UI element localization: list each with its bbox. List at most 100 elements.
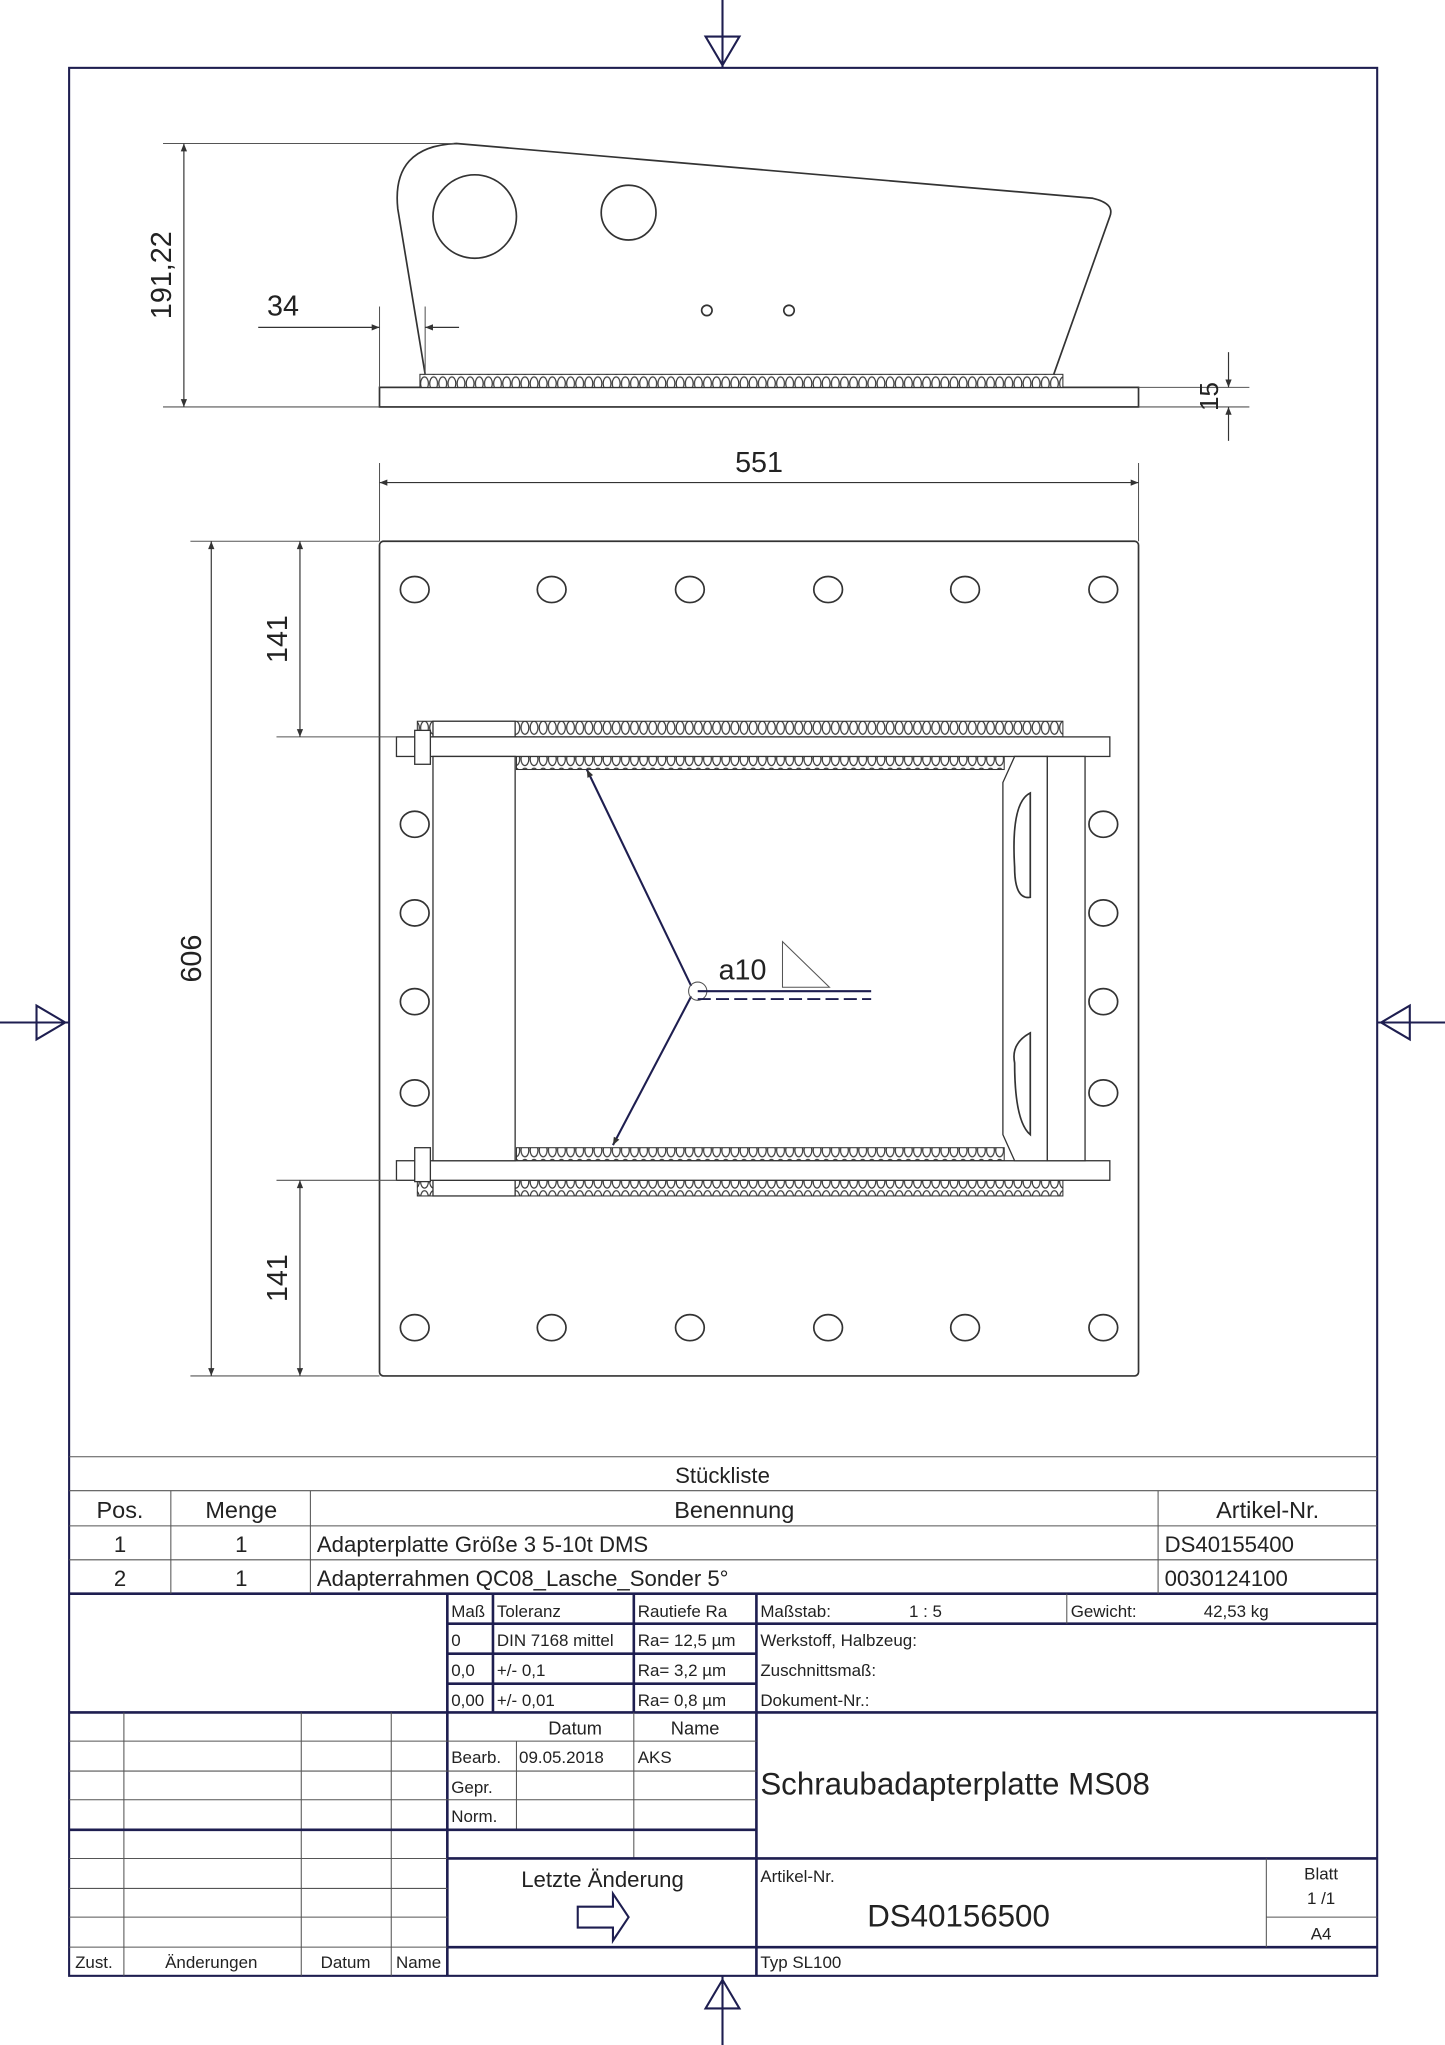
slot [1013,791,1032,899]
dimension-label: 15 [1194,382,1224,411]
scale-label: Maßstab: [760,1602,831,1621]
dimension-551: 551 [378,447,1140,542]
side-view [378,142,1140,408]
bolt-hole [399,899,430,927]
table-cell: 0 [451,1631,460,1650]
weld-seam [515,755,1005,771]
approval-role: Norm. [451,1807,497,1826]
bolt-hole [812,1313,844,1342]
weld-symbol: a10 [585,769,872,1146]
parts-list-title: Stückliste [675,1463,770,1488]
last-change-label: Letzte Änderung [521,1867,684,1892]
dimension-label: 191,22 [146,231,178,319]
bolt-hole [536,575,567,604]
frame-bar-top [395,736,1111,758]
article-number: DS40156500 [867,1898,1050,1933]
drawing-frame [68,66,1379,1977]
dimension-label: 34 [267,291,299,323]
table-cell: 0,0 [451,1661,475,1680]
drawing-title: Schraubadapterplatte MS08 [760,1767,1150,1802]
bolt-hole [1088,1079,1119,1107]
document-number-label: Dokument-Nr.: [760,1691,869,1710]
table-cell: Adapterplatte Größe 3 5-10t DMS [317,1532,648,1557]
cut-size-label: Zuschnittsmaß: [760,1661,876,1680]
column-header: Maß [451,1602,485,1621]
table-cell: 1 [235,1566,247,1591]
column-header: Name [671,1718,720,1739]
bolt-hole [536,1313,567,1342]
dimension-label: 141 [262,615,294,663]
lug-plate [1002,755,1048,1162]
pin-hole [700,304,713,317]
dimension-34: 34 [258,291,460,388]
weld-label: a10 [719,954,767,986]
table-cell: Ra= 3,2 µm [638,1661,726,1680]
bore-hole [432,173,518,260]
bolt-hole [949,1313,981,1342]
bolt-hole [399,575,430,604]
bolt-hole [674,575,706,604]
lug-profile [396,142,1112,375]
table-cell: Adapterrahmen QC08_Lasche_Sonder 5° [317,1566,729,1591]
arrow-right-icon [576,1890,630,1945]
bolt-hole [1088,575,1119,604]
sheet-number: 1 /1 [1307,1889,1335,1908]
type-label: Typ SL100 [760,1953,841,1972]
dimension-15: 15 [1138,352,1250,441]
column-header: Menge [205,1497,277,1523]
table-cell: DIN 7168 mittel [497,1631,614,1650]
top-view [378,540,1140,1377]
frame-block-right [1046,755,1086,1162]
weld-seam [419,373,1064,388]
material-label: Werkstoff, Halbzeug: [760,1631,917,1650]
table-cell: 2 [114,1566,126,1591]
frame-block-left [432,755,516,1162]
table-cell: 1 [235,1532,247,1557]
dimension-606: 606 141 141 [176,540,397,1377]
bore-hole [600,184,657,241]
column-header: Benennung [674,1497,794,1523]
table-cell: Ra= 0,8 µm [638,1691,726,1710]
approval-role: Bearb. [451,1748,501,1767]
dimension-label: 551 [735,447,783,479]
table-cell: Ra= 12,5 µm [638,1631,736,1650]
column-header: Datum [548,1718,602,1739]
column-header: Name [396,1953,441,1972]
bolt-hole [1088,899,1119,927]
title-block: Stückliste Pos. Menge Benennung Artikel-… [69,1456,1378,1976]
column-header: Änderungen [165,1953,257,1972]
table-cell: +/- 0,01 [497,1691,555,1710]
weight-label: Gewicht: [1071,1602,1137,1621]
frame-bar-bottom [395,1160,1111,1181]
bolt-hole [1088,810,1119,839]
column-header: Datum [321,1953,371,1972]
column-header: Pos. [96,1497,143,1523]
bolt-hole [1088,1313,1119,1342]
dimension-191: 191,22 [146,142,454,408]
bolt-hole [674,1313,706,1342]
bolt-hole [399,1313,430,1342]
weld-seam [515,1147,1005,1162]
scale-value: 1 : 5 [909,1602,942,1621]
approval-date: 09.05.2018 [519,1748,604,1767]
pin-hole [782,304,796,317]
bolt-hole [1088,987,1119,1016]
bolt-hole [399,1079,430,1107]
base-plate-top [378,540,1140,1377]
table-cell: +/- 0,1 [497,1661,546,1680]
column-header: Toleranz [497,1602,561,1621]
table-cell: 0030124100 [1165,1566,1288,1591]
column-header: Rautiefe Ra [638,1602,728,1621]
bolt-hole [399,810,430,839]
slot [1013,1031,1032,1137]
sheet-label: Blatt [1304,1864,1338,1883]
bolt-hole [949,575,981,604]
weight-value: 42,53 kg [1204,1602,1269,1621]
column-header: Zust. [75,1953,113,1972]
article-label: Artikel-Nr. [760,1867,834,1886]
approval-role: Gepr. [451,1778,492,1797]
table-cell: DS40155400 [1165,1532,1294,1557]
bolt-hole [812,575,844,604]
